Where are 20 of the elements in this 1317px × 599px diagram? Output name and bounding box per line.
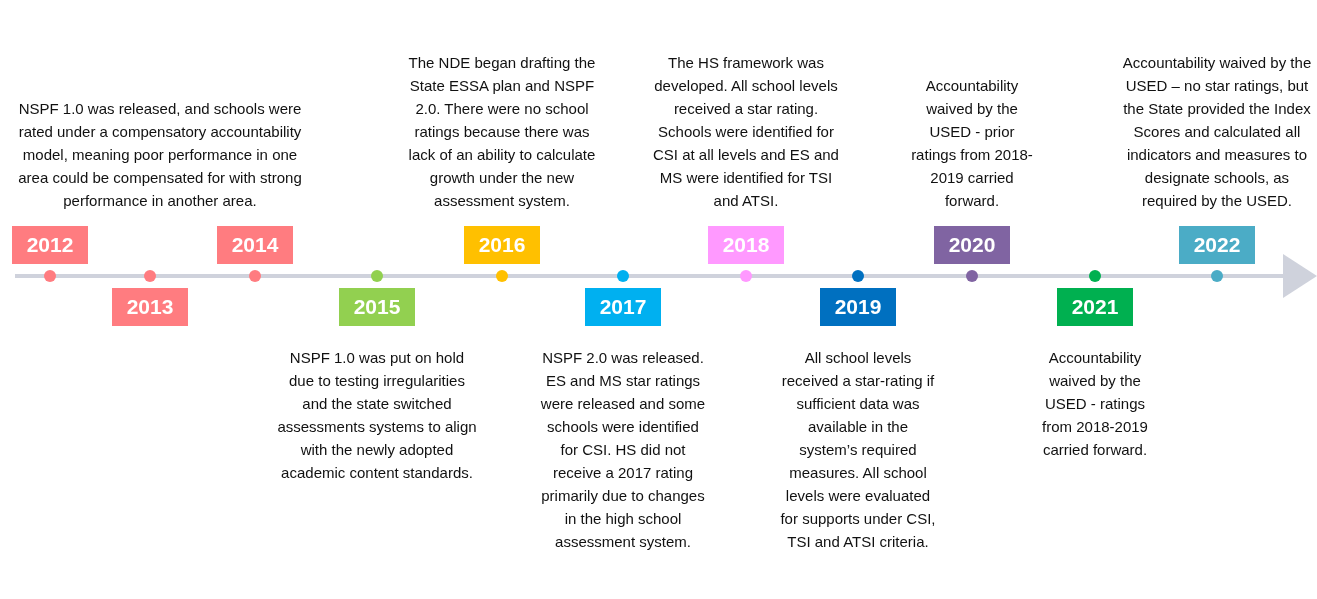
event-description: The HS framework was developed. All school levels received a star rating. Schools were identified for CSI at all levels and ES and MS were identified for TSI and ATSI.	[652, 53, 840, 211]
event-description: Accountability waived by the USED - ratings from 2018-2019 carried forward.	[1041, 348, 1149, 460]
event-description: The NDE began drafting the State ESSA plan and NSPF 2.0. There were no school ratings because there was lack of an ability to calculate growth under the new assessment system.	[407, 53, 597, 211]
year-badge: 2017	[585, 288, 661, 326]
event-description: NSPF 2.0 was released. ES and MS star ratings were released and some schools were identified for CSI. HS did not receive a 2017 rating primarily due to changes in the high school assessment system.	[539, 348, 707, 552]
event-description: Accountability waived by the USED - prior ratings from 2018-2019 carried forward.	[911, 76, 1033, 211]
event-description: All school levels received a star-rating if sufficient data was available in the system’s required measures. All school levels were evaluated for supports under CSI, TSI and ATSI criteria.	[779, 348, 937, 552]
event-description: NSPF 1.0 was released, and schools were rated under a compensatory accountability model, meaning poor performance in one area could be compensated for with strong performance in another area.	[17, 99, 303, 211]
year-badge: 2021	[1057, 288, 1133, 326]
year-badge: 2022	[1179, 226, 1255, 264]
year-badge: 2012	[12, 226, 88, 264]
year-badge: 2015	[339, 288, 415, 326]
year-badge: 2019	[820, 288, 896, 326]
year-badge: 2014	[217, 226, 293, 264]
year-badge: 2016	[464, 226, 540, 264]
event-description: NSPF 1.0 was put on hold due to testing irregularities and the state switched assessments systems to align with the newly adopted academic content standards.	[277, 348, 477, 483]
event-description: Accountability waived by the USED – no star ratings, but the State provided the Index Scores and calculated all indicators and measures to designate schools, as required by the USED.	[1122, 53, 1312, 211]
year-badge: 2020	[934, 226, 1010, 264]
year-badge: 2013	[112, 288, 188, 326]
year-badge: 2018	[708, 226, 784, 264]
